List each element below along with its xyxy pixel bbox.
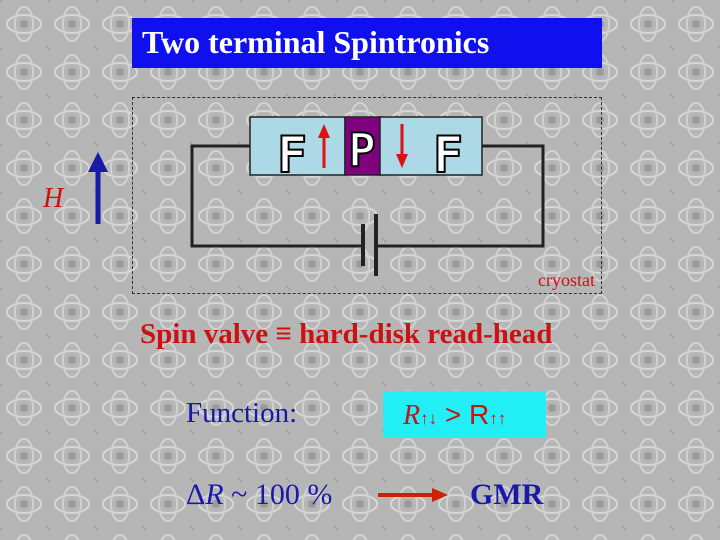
cryostat-enclosure: cryostat bbox=[132, 97, 602, 294]
resistance-relation-box: R↑↓ > R↑↑ bbox=[383, 391, 546, 438]
field-label: H bbox=[43, 183, 64, 214]
spin-down-arrow-icon bbox=[396, 124, 408, 168]
mr-percent: 100 % bbox=[254, 478, 333, 511]
field-arrow-icon bbox=[88, 152, 108, 224]
cryostat-label: cryostat bbox=[538, 270, 595, 290]
statement-symbol: ≡ bbox=[275, 318, 292, 350]
layer-label-middle: P bbox=[348, 123, 376, 177]
spin-valve-device: F P F bbox=[249, 116, 483, 185]
ferromagnet-layer-left bbox=[249, 116, 346, 176]
layer-label-right: F bbox=[433, 126, 463, 184]
page-title: Two terminal Spintronics bbox=[142, 24, 490, 60]
circuit-wires bbox=[190, 144, 545, 248]
gmr-label: GMR bbox=[470, 478, 544, 511]
title-banner: Two terminal Spintronics bbox=[132, 18, 602, 68]
statement-right: hard-disk read-head bbox=[299, 318, 553, 350]
spin-valve-statement: Spin valve ≡ hard-disk read-head bbox=[140, 318, 552, 351]
delta-symbol: Δ bbox=[186, 478, 206, 511]
layer-label-left: F bbox=[277, 126, 307, 184]
statement-left: Spin valve bbox=[140, 318, 269, 350]
r1-symbol: R bbox=[403, 400, 421, 431]
approx-symbol: ~ bbox=[231, 478, 248, 511]
relation-operator: > bbox=[444, 399, 462, 430]
magnetoresistance-value: ΔR ~ 100 % bbox=[186, 478, 332, 512]
resistance-relation: R↑↓ > R↑↑ bbox=[403, 399, 506, 432]
r1-subscript: ↑↓ bbox=[420, 409, 438, 428]
ferromagnet-layer-right bbox=[379, 116, 483, 176]
function-label: Function: bbox=[186, 397, 298, 429]
result-arrow-icon bbox=[378, 488, 448, 502]
r2-symbol: R bbox=[469, 399, 490, 430]
delta-r-symbol: R bbox=[205, 478, 224, 511]
spin-up-arrow-icon bbox=[318, 124, 330, 168]
battery-icon bbox=[361, 214, 378, 276]
r2-subscript: ↑↑ bbox=[489, 409, 507, 428]
